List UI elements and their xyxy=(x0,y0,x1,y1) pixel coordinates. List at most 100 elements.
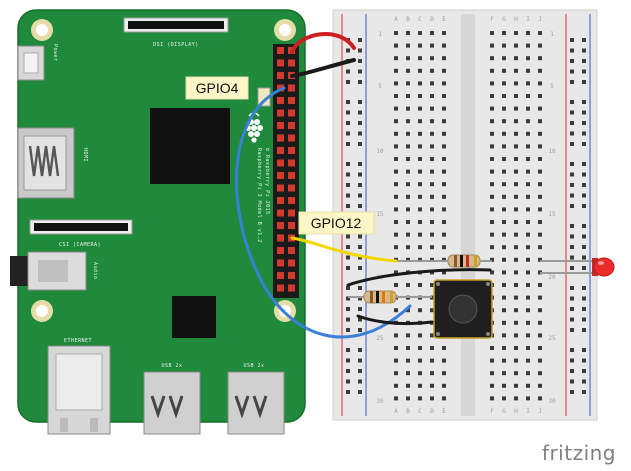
svg-text:25: 25 xyxy=(376,335,384,342)
breadboard-hole xyxy=(358,100,362,104)
breadboard-hole xyxy=(570,121,574,125)
breadboard-hole xyxy=(514,346,518,350)
breadboard-hole xyxy=(442,245,446,250)
breadboard-hole xyxy=(514,144,518,149)
breadboard-hole xyxy=(490,371,494,376)
breadboard-hole xyxy=(570,183,574,187)
breadboard-hole xyxy=(526,56,530,61)
breadboard-hole xyxy=(490,144,494,149)
breadboard-hole xyxy=(358,255,362,260)
svg-text:E: E xyxy=(442,16,446,23)
breadboard-hole xyxy=(394,308,398,313)
breadboard-hole xyxy=(538,194,542,199)
breadboard-hole xyxy=(430,81,434,86)
model-text-line1: Raspberry Pi 3 Model B v1.2 xyxy=(256,148,262,243)
breadboard-hole xyxy=(538,383,542,388)
column-letters-bottom: A B C D E F G H I J xyxy=(394,408,542,415)
breadboard-hole xyxy=(502,81,506,86)
breadboard-hole xyxy=(346,369,350,373)
breadboard-hole xyxy=(570,390,574,394)
breadboard-hole xyxy=(442,194,446,199)
breadboard-hole xyxy=(406,220,410,224)
breadboard-hole xyxy=(394,220,398,224)
breadboard-hole xyxy=(394,119,398,124)
breadboard-hole xyxy=(582,100,586,104)
breadboard-hole xyxy=(514,383,518,388)
usb-port-2: USB 2x xyxy=(227,363,285,435)
breadboard-hole xyxy=(538,68,542,73)
breadboard-hole xyxy=(394,396,398,401)
breadboard-hole xyxy=(394,131,398,136)
breadboard-hole xyxy=(490,257,494,262)
breadboard-hole xyxy=(430,283,434,287)
breadboard-hole xyxy=(490,94,494,98)
breadboard-hole xyxy=(582,266,586,270)
gpio-pin xyxy=(277,59,284,67)
breadboard-hole xyxy=(430,157,434,161)
breadboard-hole xyxy=(418,119,422,124)
svg-text:H: H xyxy=(514,408,518,415)
breadboard-hole xyxy=(430,31,434,35)
breadboard-hole xyxy=(394,283,398,287)
breadboard-hole xyxy=(570,296,574,301)
breadboard-hole xyxy=(570,358,574,363)
svg-text:J: J xyxy=(538,408,542,415)
breadboard-hole xyxy=(514,169,518,174)
breadboard-hole xyxy=(538,245,542,250)
breadboard-hole xyxy=(418,182,422,187)
breadboard-hole xyxy=(538,169,542,174)
breadboard-hole xyxy=(442,68,446,73)
breadboard-hole xyxy=(358,131,362,136)
breadboard-hole xyxy=(570,172,574,177)
breadboard-hole xyxy=(570,348,574,352)
breadboard-hole xyxy=(406,257,410,262)
breadboard-hole xyxy=(538,144,542,149)
gpio-pin xyxy=(277,72,284,79)
breadboard-hole xyxy=(538,295,542,300)
breadboard-hole xyxy=(526,320,530,325)
svg-text:E: E xyxy=(442,408,446,415)
breadboard-hole xyxy=(394,106,398,111)
breadboard-hole xyxy=(502,182,506,187)
breadboard-hole xyxy=(394,144,398,149)
svg-text:I: I xyxy=(526,16,530,23)
svg-text:J: J xyxy=(538,16,542,23)
breadboard-hole xyxy=(430,56,434,61)
breadboard-hole xyxy=(502,257,506,262)
breadboard-hole xyxy=(418,106,422,111)
breadboard-hole xyxy=(526,270,530,275)
gpio-pin xyxy=(288,84,295,92)
breadboard-hole xyxy=(502,333,506,338)
breadboard-hole xyxy=(490,169,494,174)
breadboard-hole xyxy=(514,207,518,212)
ethernet-port: ETHERNET xyxy=(47,338,111,435)
dsi-connector: DSI (DISPLAY) xyxy=(123,17,229,48)
breadboard-hole xyxy=(418,207,422,212)
breadboard-hole xyxy=(538,106,542,111)
breadboard-hole xyxy=(430,346,434,350)
breadboard-hole xyxy=(442,43,446,48)
breadboard-hole xyxy=(582,307,586,311)
breadboard-hole xyxy=(406,131,410,136)
gpio-pin xyxy=(288,272,295,279)
breadboard-hole xyxy=(418,43,422,48)
breadboard-hole xyxy=(358,266,362,270)
breadboard-hole xyxy=(538,257,542,262)
breadboard-hole xyxy=(430,194,434,199)
breadboard-hole xyxy=(418,333,422,338)
breadboard-hole xyxy=(394,245,398,250)
breadboard-hole xyxy=(582,369,586,373)
breadboard-hole xyxy=(526,119,530,124)
svg-text:5: 5 xyxy=(550,83,554,90)
breadboard-hole xyxy=(394,194,398,199)
breadboard-hole xyxy=(514,232,518,237)
breadboard-hole xyxy=(430,68,434,73)
breadboard-hole xyxy=(406,371,410,376)
breadboard-hole xyxy=(490,182,494,187)
gpio-pin xyxy=(277,222,284,229)
breadboard-hole xyxy=(582,234,586,239)
breadboard-hole xyxy=(442,232,446,237)
breadboard-hole xyxy=(582,348,586,352)
breadboard-hole xyxy=(406,43,410,48)
breadboard-hole xyxy=(358,358,362,363)
